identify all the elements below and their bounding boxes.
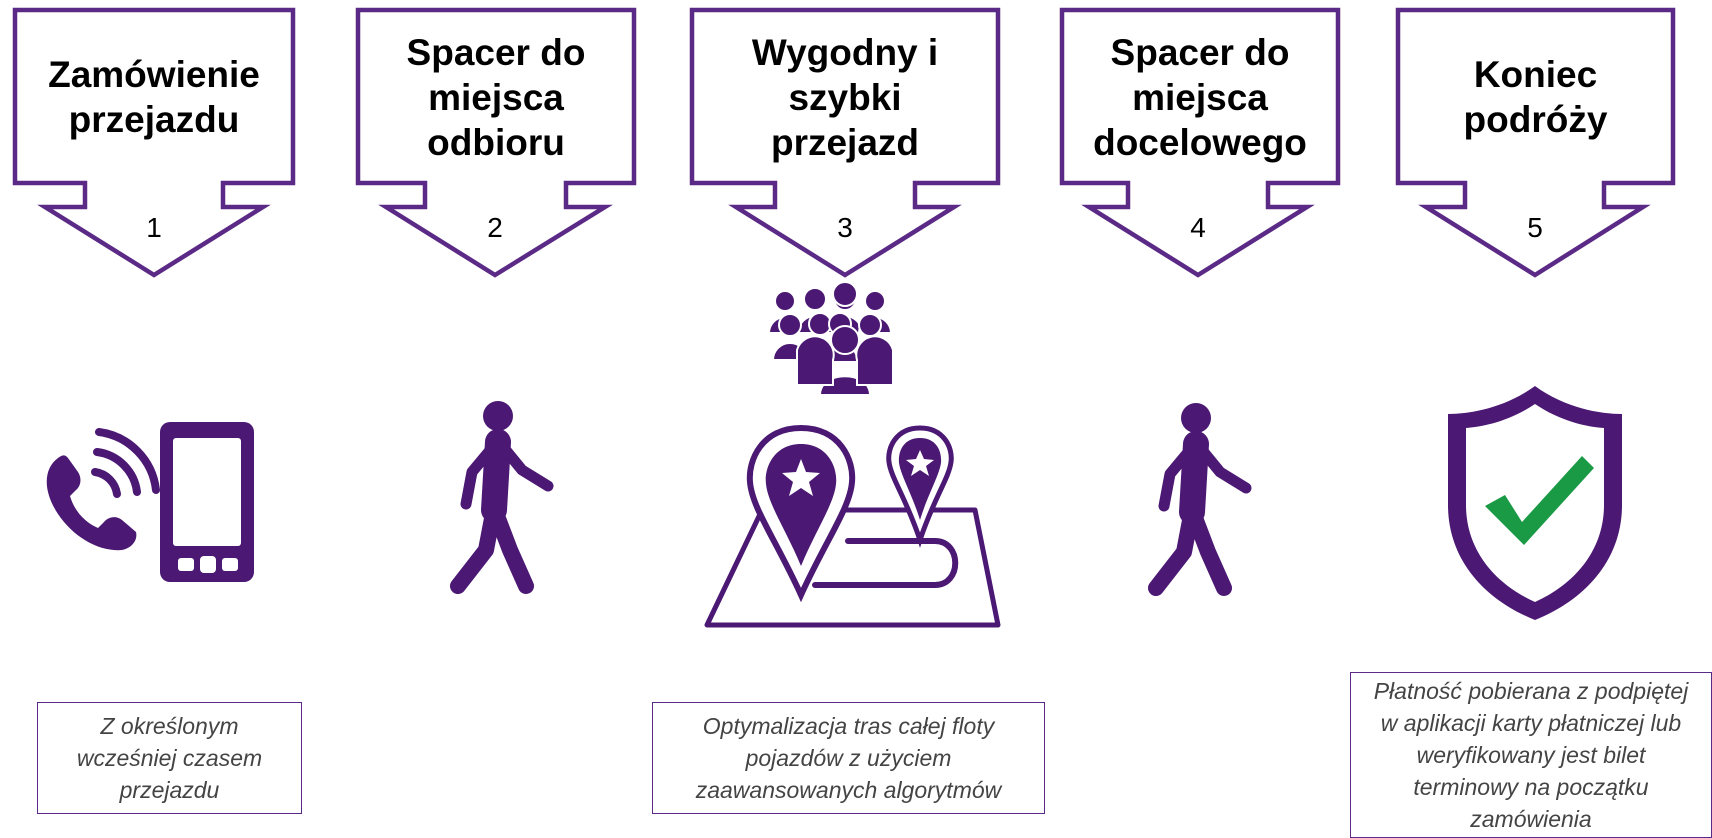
- step-4-number: 4: [1190, 212, 1206, 243]
- step-5-callout: [1395, 7, 1676, 278]
- step-5-note: Płatność pobierana z podpiętej w aplikac…: [1350, 672, 1712, 838]
- step-2-title: Spacer do miejsca odbioru: [406, 31, 586, 163]
- step-3-callout: [689, 7, 1001, 278]
- step-3-number: 3: [837, 212, 853, 243]
- step-5-number: 5: [1527, 212, 1543, 243]
- step-2-number: 2: [487, 212, 503, 243]
- step-1-title: Zamówienie przejazdu: [48, 54, 260, 140]
- walking-person-icon: [450, 401, 554, 594]
- route-map-icon: [704, 424, 1001, 628]
- walking-person-icon: [1148, 403, 1252, 596]
- step-5-title: Koniec podróży: [1463, 54, 1608, 140]
- people-group-icon: [767, 281, 894, 396]
- step-1-number: 1: [146, 212, 162, 243]
- step-3-note: Optymalizacja tras całej floty pojazdów …: [652, 702, 1045, 814]
- shield-check-icon: [1448, 386, 1622, 620]
- step-1-callout: [12, 7, 296, 278]
- step-4-title: Spacer do miejsca docelowego: [1093, 31, 1307, 163]
- phone-call-icon: [46, 422, 254, 582]
- step-3-title: Wygodny i szybki przejazd: [751, 31, 939, 163]
- step-1-note: Z określonym wcześniej czasem przejazdu: [37, 702, 302, 814]
- step-2-callout: [355, 7, 637, 278]
- step-4-callout: [1059, 7, 1341, 278]
